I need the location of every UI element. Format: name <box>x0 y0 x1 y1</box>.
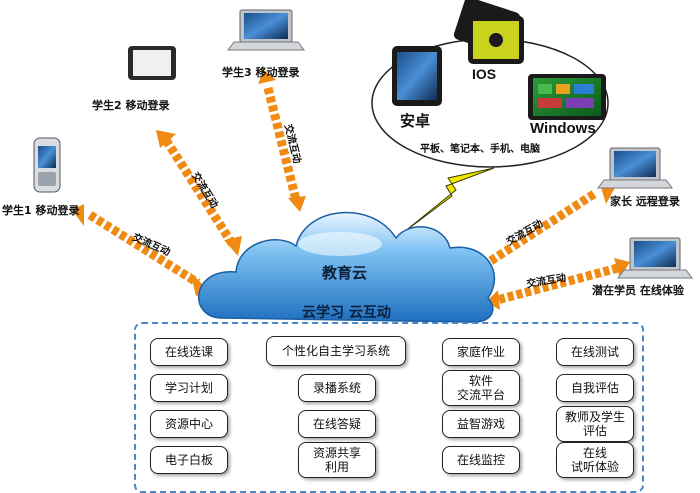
device-types-label: 平板、笔记本、手机、电脑 <box>420 144 540 155</box>
student1-label: 学生1 移动登录 <box>2 204 80 217</box>
feature-box: 资源中心 <box>150 410 228 438</box>
android-tablet-icon <box>392 46 442 106</box>
arrowhead-s1-a <box>72 204 84 226</box>
android-label: 安卓 <box>400 113 431 130</box>
feature-box: 个性化自主学习系统 <box>266 336 406 366</box>
windows-label: Windows <box>530 120 596 137</box>
laptop-icon-parent <box>597 147 673 189</box>
parent-label: 家长 远程登录 <box>610 195 680 208</box>
feature-box: 资源共享 利用 <box>298 442 376 478</box>
lightning-bolt <box>403 167 495 233</box>
feature-box: 录播系统 <box>298 374 376 402</box>
arrowhead-s3-a <box>258 70 276 84</box>
feature-panel <box>134 322 644 493</box>
arrowhead-s2-b <box>224 236 242 256</box>
education-cloud <box>198 211 496 323</box>
arrowhead-parent-a <box>600 184 616 204</box>
feature-box: 在线测试 <box>556 338 634 366</box>
arrowhead-s2-a <box>156 130 176 148</box>
ios-tablet-icon <box>453 0 524 64</box>
windows-tablet-icon <box>528 74 606 120</box>
arrow-parent <box>483 190 597 268</box>
feature-box: 电子白板 <box>150 446 228 474</box>
ios-label: IOS <box>472 66 497 82</box>
arrow-prospect <box>495 263 620 305</box>
feature-box: 在线选课 <box>150 338 228 366</box>
arrow-student2 <box>162 137 237 248</box>
phone-icon <box>33 137 61 193</box>
student3-label: 学生3 移动登录 <box>222 66 300 79</box>
arrow-student1 <box>87 211 201 287</box>
feature-box: 自我评估 <box>556 374 634 402</box>
cloud-title: 教育云 <box>322 264 368 282</box>
feature-box: 在线答疑 <box>298 410 376 438</box>
feature-box: 软件 交流平台 <box>442 370 520 406</box>
feature-box: 家庭作业 <box>442 338 520 366</box>
flow-arrows <box>87 86 620 305</box>
cloud-subtitle: 云学习 云互动 <box>302 305 391 321</box>
feature-box: 在线监控 <box>442 446 520 474</box>
laptop-icon-student3 <box>227 9 305 51</box>
arrowhead-prospect-b <box>486 290 500 310</box>
arrow-student3 <box>263 86 301 202</box>
tablet-icon <box>128 46 176 80</box>
prospect-label: 潜在学员 在线体验 <box>592 284 684 297</box>
laptop-icon-prospect <box>617 237 693 279</box>
student2-label: 学生2 移动登录 <box>92 99 170 112</box>
arrowhead-s3-b <box>288 196 306 212</box>
arrowhead-prospect-a <box>614 258 630 278</box>
feature-box: 教师及学生 评估 <box>556 406 634 442</box>
feature-box: 在线 试听体验 <box>556 442 634 478</box>
feature-box: 学习计划 <box>150 374 228 402</box>
feature-box: 益智游戏 <box>442 410 520 438</box>
